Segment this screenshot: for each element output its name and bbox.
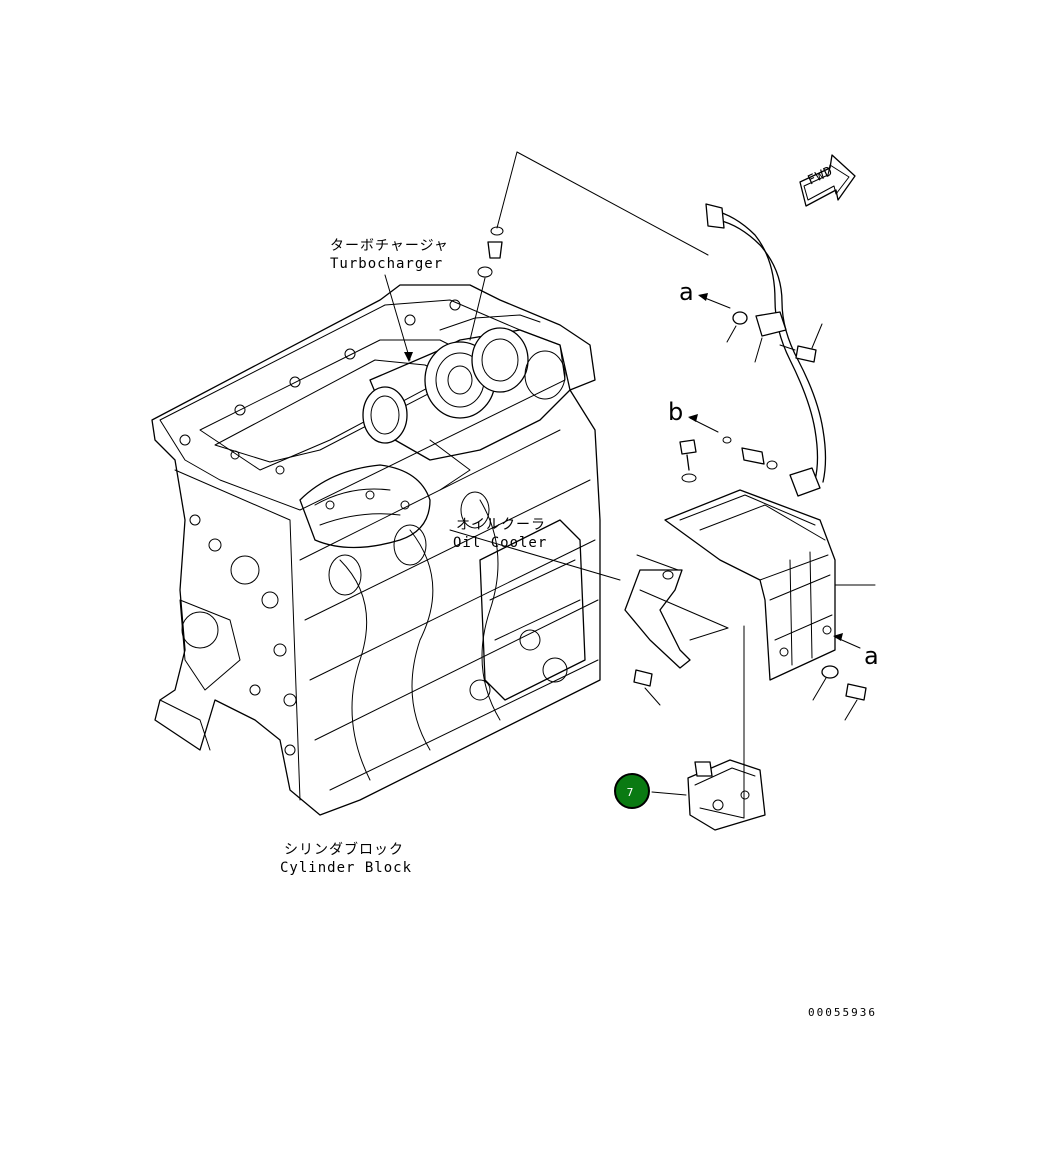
reference-a-lower: a xyxy=(864,642,879,670)
reference-b: b xyxy=(668,398,684,426)
cylinder-block-drawing xyxy=(151,284,601,816)
oil-cooler-leader xyxy=(449,529,621,581)
turbocharger-leader xyxy=(384,274,411,361)
turbocharger-leader-arrow xyxy=(404,352,413,362)
drawing-number: 00055936 xyxy=(808,1006,877,1019)
oil-cooler-label-en: Oil Cooler xyxy=(453,535,548,551)
turbocharger-label-jp: ターボチャージャ xyxy=(330,238,449,254)
cylinder-block-label-jp: シリンダブロック xyxy=(284,842,404,858)
turbocharger-drawing xyxy=(362,314,571,491)
lower-bracket-drawing xyxy=(651,625,766,831)
part-callout-7-number: 7 xyxy=(626,786,634,799)
reference-a-upper: a xyxy=(679,278,694,306)
bracket-drawing xyxy=(624,554,729,706)
fwd-arrow xyxy=(799,154,856,207)
oil-cooler-label-jp: オイルクーラ xyxy=(456,517,546,533)
part-callout-7[interactable]: 7 xyxy=(614,773,650,809)
turbocharger-label-en: Turbocharger xyxy=(330,256,444,272)
cylinder-block-label-en: Cylinder Block xyxy=(280,860,413,876)
oil-pipe-drawing xyxy=(469,151,827,497)
heat-shield-drawing xyxy=(664,489,876,721)
fittings-drawing xyxy=(679,414,778,483)
